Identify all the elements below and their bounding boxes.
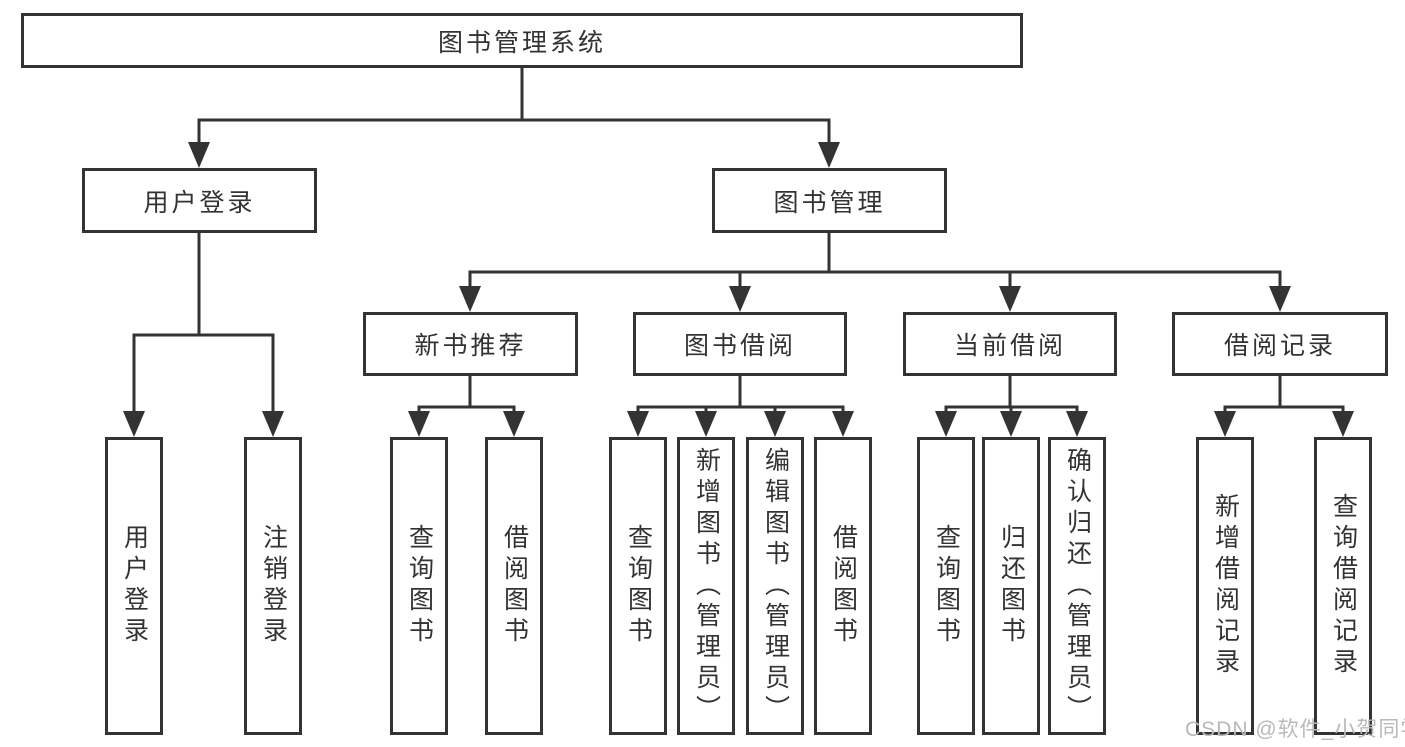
leaf-query-books-borrowing: 查询图书: [609, 437, 667, 735]
node-book-borrowing: 图书借阅: [633, 312, 847, 376]
node-borrowing-records: 借阅记录: [1172, 312, 1388, 376]
leaf-query-books-recommend: 查询图书: [390, 437, 448, 735]
node-library-management-system: 图书管理系统: [21, 13, 1023, 68]
leaf-add-borrow-record: 新增借阅记录: [1196, 437, 1254, 735]
node-user-login: 用户登录: [82, 168, 317, 233]
node-new-book-recommendation: 新书推荐: [363, 312, 578, 376]
leaf-confirm-return-admin: 确认归还（管理员）: [1048, 437, 1106, 735]
leaf-add-books-admin: 新增图书（管理员）: [677, 437, 735, 735]
leaf-return-books: 归还图书: [982, 437, 1040, 735]
arrowhead-icons: [123, 142, 1354, 437]
node-current-borrowing: 当前借阅: [903, 312, 1117, 376]
leaf-query-books-current: 查询图书: [917, 437, 975, 735]
leaf-borrow-books-recommend: 借阅图书: [485, 437, 543, 735]
leaf-edit-books-admin: 编辑图书（管理员）: [746, 437, 804, 735]
leaf-logout-login: 注销登录: [244, 437, 302, 735]
leaf-user-login: 用户登录: [105, 437, 163, 735]
leaf-query-borrow-record: 查询借阅记录: [1314, 437, 1372, 735]
csdn-watermark: CSDN @软件_小贺同学: [1185, 718, 1405, 741]
leaf-borrow-books-borrowing: 借阅图书: [814, 437, 872, 735]
node-book-management: 图书管理: [712, 168, 947, 233]
